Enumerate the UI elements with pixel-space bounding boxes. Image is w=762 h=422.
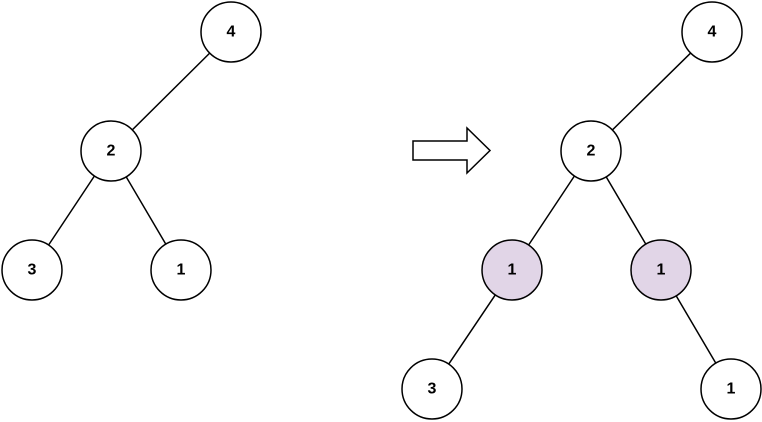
node-label: 1: [177, 262, 186, 279]
tree-edge: [675, 295, 717, 364]
node-circle: [401, 358, 463, 420]
node-label: 4: [227, 24, 236, 41]
node-circle: [630, 239, 692, 301]
node-label: 1: [657, 262, 666, 279]
node-circle: [150, 239, 212, 301]
node-circle: [481, 239, 543, 301]
inserted-tree-node: 1: [630, 239, 692, 301]
tree-node: 3: [401, 358, 463, 420]
tree-edge: [527, 175, 576, 246]
tree-edge: [125, 176, 167, 245]
node-label: 1: [727, 381, 736, 398]
node-circle: [1, 239, 63, 301]
node-circle: [200, 1, 262, 63]
node-label: 3: [428, 381, 437, 398]
tree-edge: [611, 52, 692, 131]
node-label: 4: [708, 24, 717, 41]
tree-node: 3: [1, 239, 63, 301]
tree-edge: [131, 52, 211, 131]
tree-node: 1: [700, 358, 762, 420]
node-circle: [560, 120, 622, 182]
transform-arrow-icon: [412, 126, 492, 175]
tree-node: 4: [200, 1, 262, 63]
after-tree: 4 2 1 1 3 1: [401, 1, 762, 420]
right-outline-arrow-icon: [412, 126, 492, 175]
tree-node: 2: [560, 120, 622, 182]
tree-node: 4: [681, 1, 743, 63]
tree-edge: [605, 176, 647, 245]
node-circle: [80, 120, 142, 182]
node-circle: [681, 1, 743, 63]
node-circle: [700, 358, 762, 420]
before-tree: 4 2 3 1: [1, 1, 262, 301]
tree-edge: [448, 294, 496, 365]
tree-edge: [47, 175, 96, 246]
node-label: 2: [107, 143, 116, 160]
tree-node: 1: [150, 239, 212, 301]
inserted-tree-node: 1: [481, 239, 543, 301]
node-label: 1: [508, 262, 517, 279]
node-label: 2: [587, 143, 596, 160]
tree-node: 2: [80, 120, 142, 182]
node-label: 3: [28, 262, 37, 279]
